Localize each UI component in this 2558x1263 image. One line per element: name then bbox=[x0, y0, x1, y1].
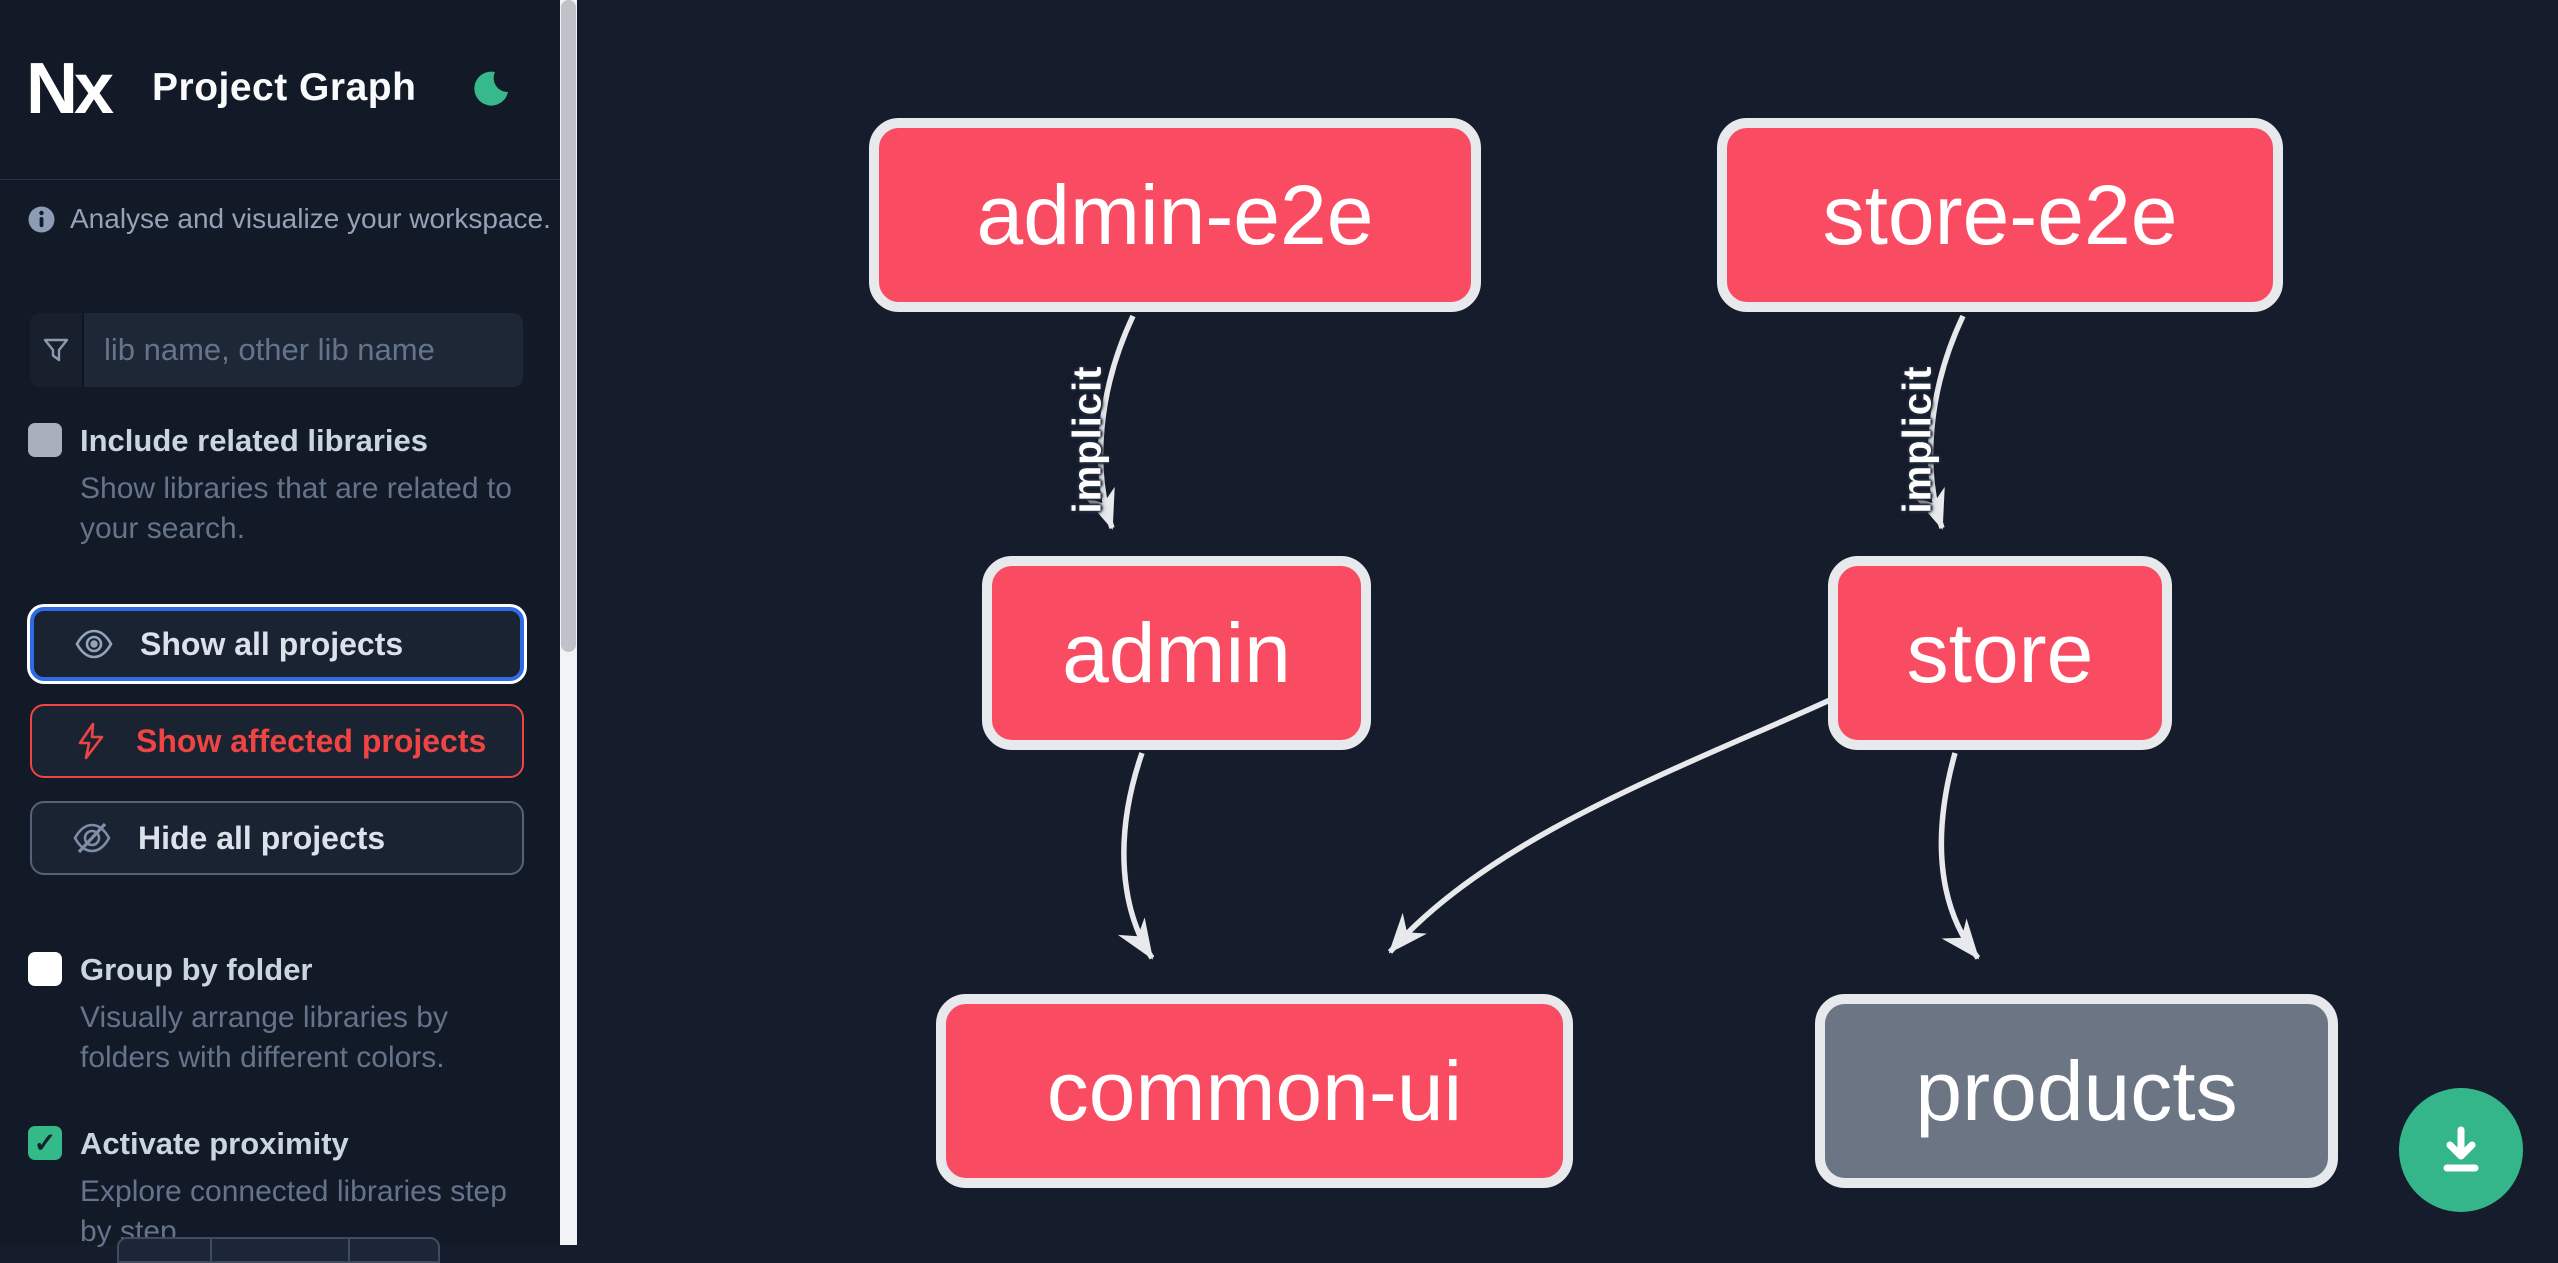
show-all-projects-button[interactable]: Show all projects bbox=[30, 607, 524, 681]
include-related-checkbox[interactable] bbox=[28, 423, 62, 457]
workspace-tagline: Analyse and visualize your workspace. bbox=[28, 203, 551, 235]
include-related-option: Include related libraries Show libraries… bbox=[28, 421, 528, 549]
lightning-bolt-icon bbox=[78, 722, 104, 760]
scrollbar-thumb[interactable] bbox=[561, 0, 576, 652]
edge-store-products bbox=[1938, 752, 1981, 960]
page-title: Project Graph bbox=[152, 66, 417, 109]
node-label: products bbox=[1915, 1043, 2238, 1138]
node-label: admin-e2e bbox=[976, 167, 1374, 262]
tagline-text: Analyse and visualize your workspace. bbox=[70, 203, 551, 234]
dark-mode-toggle-moon-icon[interactable] bbox=[468, 68, 510, 110]
nx-logo: Nx bbox=[26, 49, 114, 129]
download-image-button[interactable] bbox=[2399, 1088, 2523, 1212]
node-label: store-e2e bbox=[1822, 167, 2178, 262]
node-label: admin bbox=[1062, 605, 1291, 700]
activate-proximity-option: ✓ Activate proximity Explore connected l… bbox=[28, 1124, 528, 1252]
edge-store-e2e-store bbox=[1914, 314, 1966, 530]
edge-admin-e2e-admin bbox=[1084, 314, 1136, 530]
sidebar-header: Nx Project Graph bbox=[0, 0, 560, 180]
eye-off-icon bbox=[73, 822, 111, 854]
info-icon bbox=[28, 206, 55, 232]
checkbox-label: Include related libraries bbox=[80, 423, 429, 458]
node-label: common-ui bbox=[1046, 1043, 1463, 1138]
stepper-increment[interactable] bbox=[350, 1239, 438, 1261]
edge-label-implicit: implicit bbox=[1895, 365, 1940, 514]
edge-admin-common-ui bbox=[1117, 752, 1155, 960]
sidebar-scrollbar bbox=[560, 0, 577, 1245]
graph-node-admin-e2e[interactable]: admin-e2e bbox=[869, 118, 1481, 312]
graph-node-common-ui[interactable]: common-ui bbox=[936, 994, 1573, 1188]
node-label: store bbox=[1906, 605, 2094, 700]
eye-icon bbox=[75, 629, 113, 659]
sidebar: Nx Project Graph Analyse and visualize y… bbox=[0, 0, 560, 1263]
graph-node-store[interactable]: store bbox=[1828, 556, 2172, 750]
hide-all-projects-button[interactable]: Hide all projects bbox=[30, 801, 524, 875]
graph-node-admin[interactable]: admin bbox=[982, 556, 1371, 750]
checkbox-label: Activate proximity bbox=[80, 1126, 349, 1161]
group-by-folder-option: Group by folder Visually arrange librari… bbox=[28, 950, 528, 1078]
stepper-decrement[interactable] bbox=[119, 1239, 212, 1261]
edge-store-common-ui bbox=[1387, 697, 1832, 954]
edge-label-implicit: implicit bbox=[1065, 365, 1110, 514]
checkbox-description: Visually arrange libraries by folders wi… bbox=[80, 1001, 448, 1074]
button-label: Hide all projects bbox=[138, 819, 386, 856]
group-by-folder-checkbox[interactable] bbox=[28, 952, 62, 986]
show-affected-projects-button[interactable]: Show affected projects bbox=[30, 704, 524, 778]
graph-node-products[interactable]: products bbox=[1815, 994, 2338, 1188]
filter-icon bbox=[30, 313, 84, 387]
download-icon bbox=[2443, 1126, 2479, 1172]
search-box bbox=[30, 313, 523, 387]
checkbox-description: Show libraries that are related to your … bbox=[80, 472, 512, 545]
proximity-depth-stepper[interactable] bbox=[117, 1237, 440, 1263]
stepper-value bbox=[212, 1239, 350, 1261]
button-label: Show affected projects bbox=[136, 722, 487, 759]
graph-node-store-e2e[interactable]: store-e2e bbox=[1717, 118, 2283, 312]
search-input[interactable] bbox=[84, 313, 523, 387]
activate-proximity-checkbox[interactable]: ✓ bbox=[28, 1126, 62, 1160]
checkbox-label: Group by folder bbox=[80, 952, 313, 987]
button-label: Show all projects bbox=[140, 625, 404, 662]
